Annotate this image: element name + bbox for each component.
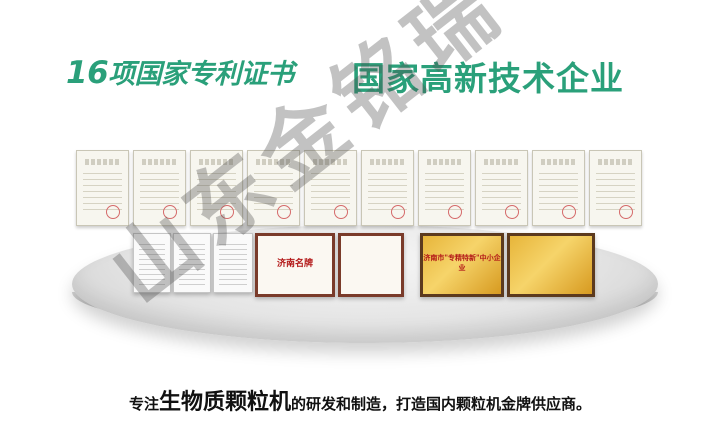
seal-icon [220,205,234,219]
seal-icon [448,205,462,219]
seal-icon [163,205,177,219]
honor-certificate-row: 济南名牌 济南市"专精特新"中小企业 [0,233,720,297]
patent-certificate [190,150,243,226]
tagline-emphasis: 生物质颗粒机 [158,390,291,415]
seal-icon [277,205,291,219]
seal-icon [334,205,348,219]
headline-right: 国家高新技术企业 [352,59,624,98]
seal-icon [619,205,633,219]
gold-plaque-text: 济南市"专精特新"中小企业 [423,253,501,272]
gold-plaque-specialized: 济南市"专精特新"中小企业 [420,233,504,297]
registration-doc [173,233,211,293]
patent-certificate [247,150,300,226]
certificate-doc [213,233,253,293]
patent-certificate-row [76,150,642,226]
patent-certificate [304,150,357,226]
patent-certificate [475,150,528,226]
tagline: 专注生物质颗粒机的研发和制造，打造国内颗粒机金牌供应商。 [0,384,720,416]
patent-certificate [133,150,186,226]
patent-certificate [361,150,414,226]
headline-left: 16项国家专利证书 [66,52,294,91]
seal-icon [391,205,405,219]
tagline-suffix: 的研发和制造，打造国内颗粒机金牌供应商。 [291,395,592,413]
patent-certificate [532,150,585,226]
business-license-doc [133,233,171,293]
seal-icon [562,205,576,219]
patent-certificate [418,150,471,226]
seal-icon [106,205,120,219]
brand-certificate: 济南名牌 [255,233,335,297]
patent-count: 16 [66,55,109,91]
seal-icon [505,205,519,219]
patent-certificate [589,150,642,226]
patent-certificate [76,150,129,226]
brand-certificate-title: 济南名牌 [276,259,313,269]
patent-label: 项国家专利证书 [108,59,294,90]
honor-certificate [338,233,404,297]
gold-plaque-award [507,233,595,297]
tagline-prefix: 专注 [128,395,159,413]
